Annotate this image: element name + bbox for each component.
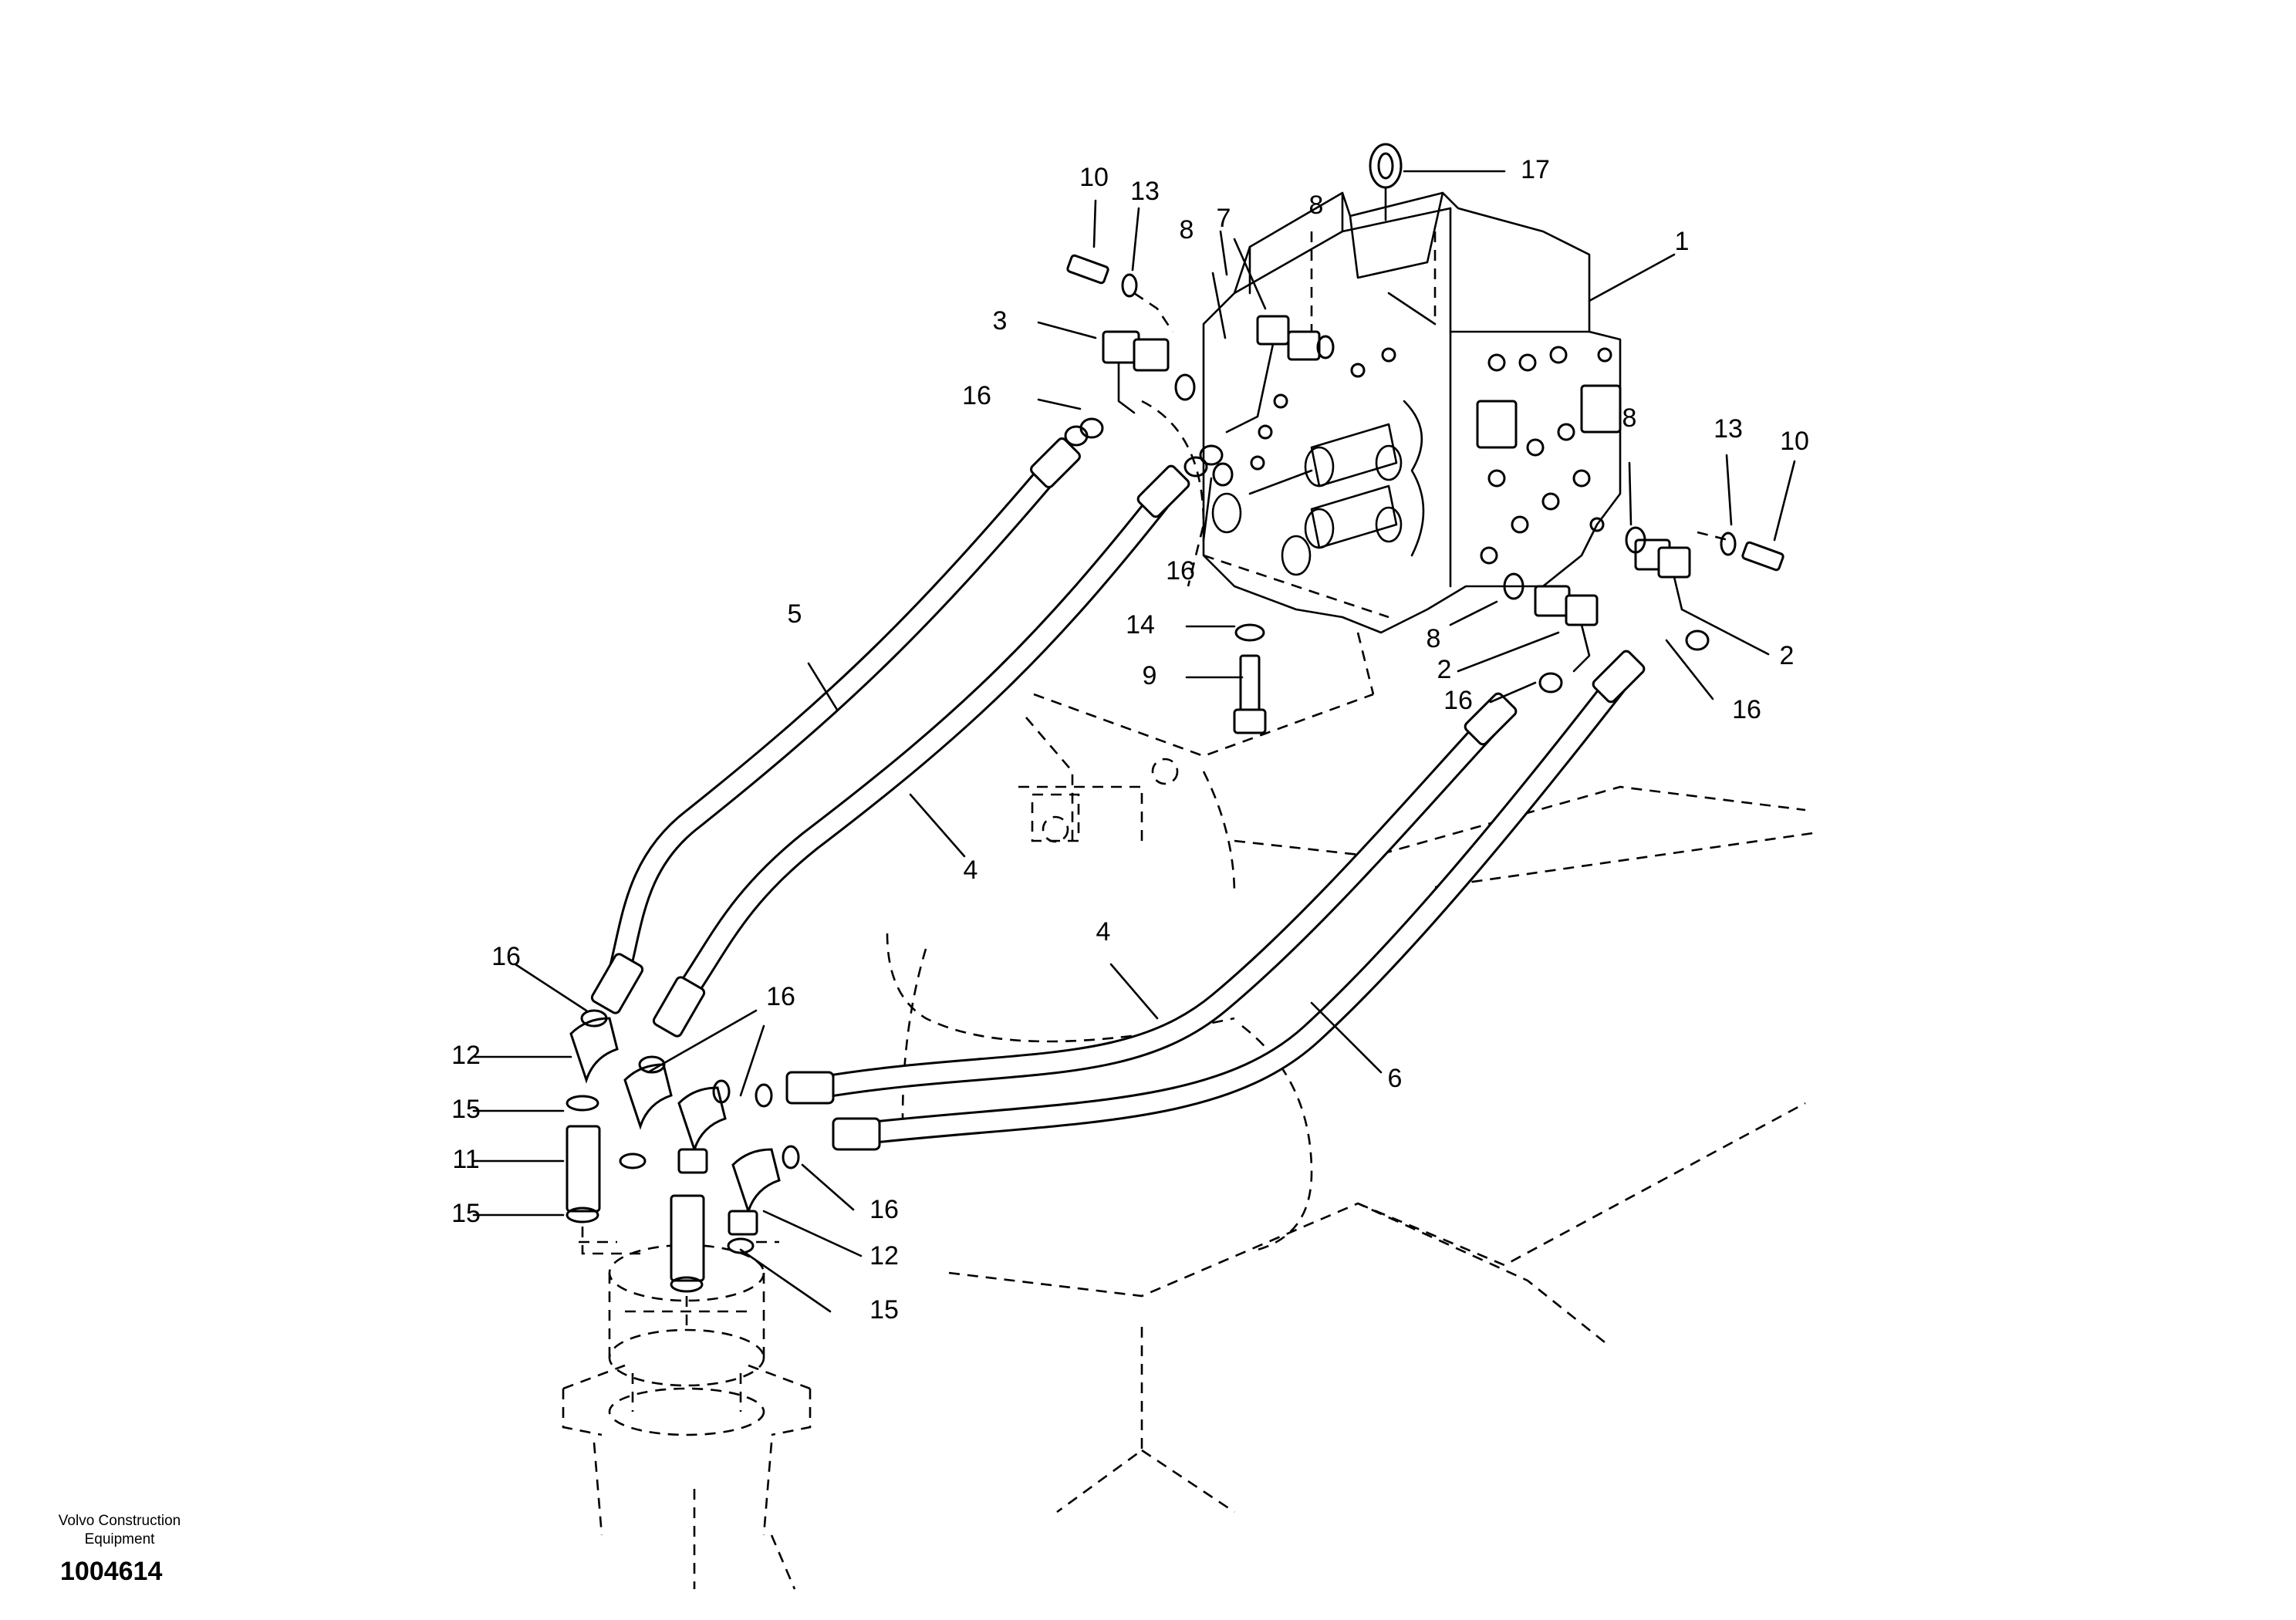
callout-17: 17 bbox=[1521, 155, 1550, 184]
callout-13: 13 bbox=[1714, 414, 1743, 444]
hose-assembly bbox=[590, 437, 1646, 1151]
adapter-11b bbox=[670, 1194, 705, 1282]
callout-labels: 17 1 10 13 7 8 8 3 16 16 8 13 10 5 14 8 … bbox=[451, 155, 1809, 1325]
callout-15: 15 bbox=[869, 1295, 899, 1325]
callout-12: 12 bbox=[451, 1041, 481, 1070]
control-valve-block bbox=[1202, 191, 1622, 695]
callout-1: 1 bbox=[1675, 227, 1690, 256]
flange-7 bbox=[1256, 315, 1290, 346]
callout-16: 16 bbox=[1732, 695, 1761, 724]
swivel-joint-outline bbox=[562, 1240, 812, 1590]
brand-line-2: Equipment bbox=[84, 1531, 155, 1547]
callout-10: 10 bbox=[1780, 427, 1809, 456]
callout-15: 15 bbox=[451, 1199, 481, 1228]
callout-14: 14 bbox=[1126, 610, 1155, 640]
callout-2: 2 bbox=[1780, 641, 1795, 670]
valve-spool-bores bbox=[1211, 347, 1425, 576]
callout-16: 16 bbox=[1443, 686, 1473, 715]
callout-5: 5 bbox=[788, 599, 802, 629]
document-number: 1004614 bbox=[60, 1557, 163, 1586]
brand-line-1: Volvo Construction bbox=[58, 1513, 181, 1529]
callout-2: 2 bbox=[1437, 655, 1452, 684]
eye-bolt bbox=[1369, 143, 1403, 221]
callout-7: 7 bbox=[1217, 204, 1231, 233]
callout-4: 4 bbox=[1096, 917, 1111, 947]
leader-lines bbox=[472, 170, 1796, 1313]
callout-6: 6 bbox=[1388, 1064, 1403, 1093]
callout-12: 12 bbox=[869, 1241, 899, 1271]
hose-crimp-fittings bbox=[590, 437, 1646, 1151]
brand-caption: Volvo Construction Equipment bbox=[31, 1512, 208, 1549]
callout-16: 16 bbox=[766, 982, 795, 1011]
callout-8: 8 bbox=[1427, 624, 1441, 653]
callout-10: 10 bbox=[1079, 163, 1109, 192]
valve-port-plate bbox=[1476, 346, 1622, 565]
callout-8: 8 bbox=[1180, 215, 1194, 245]
callout-9: 9 bbox=[1143, 661, 1157, 690]
callout-16: 16 bbox=[962, 381, 991, 410]
adapter-11 bbox=[566, 1125, 601, 1213]
lower-left-fittings bbox=[566, 1009, 800, 1327]
bolt-9-washer-14 bbox=[1233, 623, 1267, 734]
callout-3: 3 bbox=[993, 306, 1008, 336]
callout-11: 11 bbox=[452, 1145, 479, 1174]
callout-13: 13 bbox=[1130, 177, 1160, 206]
callout-15: 15 bbox=[451, 1095, 481, 1124]
right-side-fittings bbox=[1503, 526, 1784, 694]
flange-2-lower bbox=[1534, 585, 1571, 617]
callout-16: 16 bbox=[869, 1195, 899, 1224]
callout-4: 4 bbox=[964, 856, 978, 885]
callout-16: 16 bbox=[1166, 556, 1195, 586]
upper-left-fittings bbox=[1064, 254, 1335, 487]
callout-8: 8 bbox=[1622, 403, 1637, 433]
callout-16: 16 bbox=[491, 942, 521, 971]
callout-8: 8 bbox=[1309, 191, 1324, 220]
